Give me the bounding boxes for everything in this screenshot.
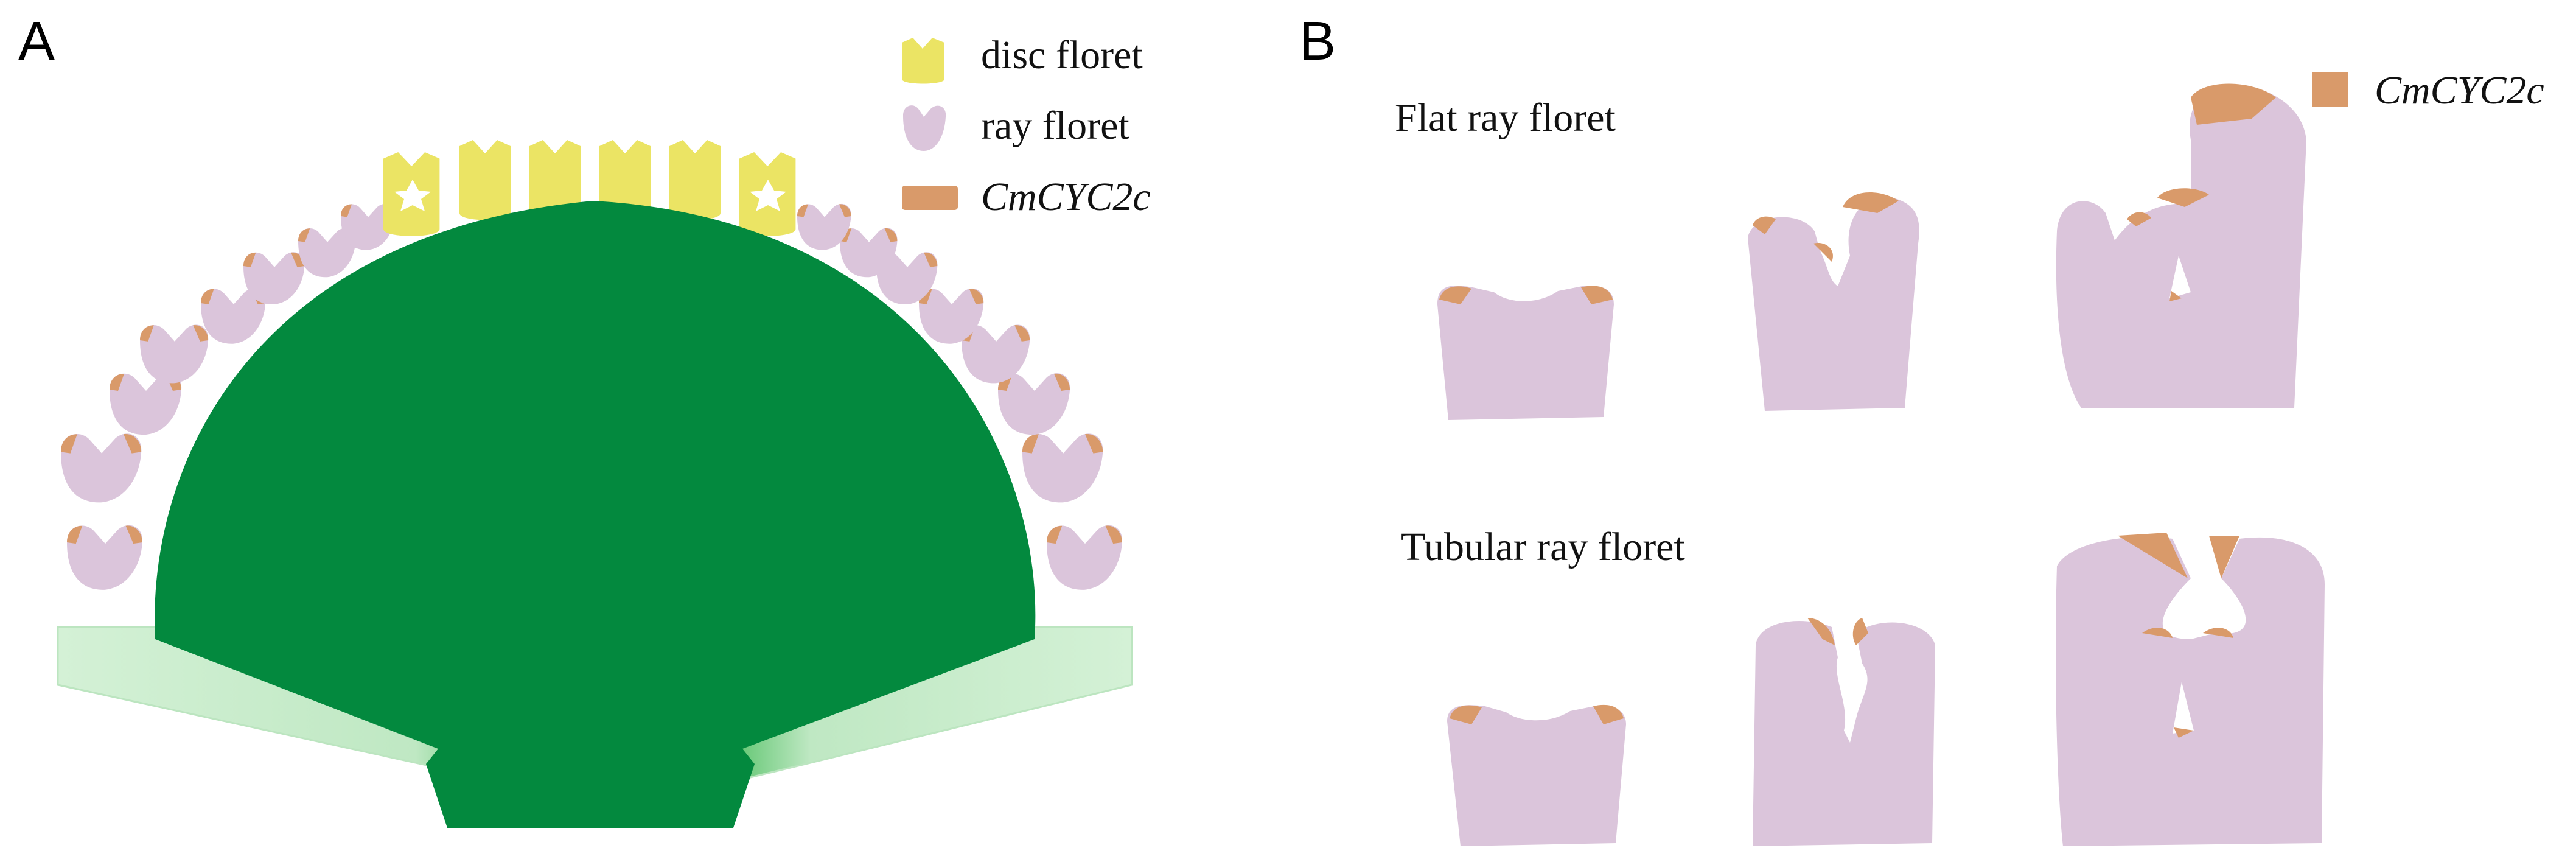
legend-b-gene-label: CmCYC2c: [2375, 68, 2544, 113]
star-mark-left: [394, 180, 431, 211]
legend-ray-label: ray floret: [981, 103, 1129, 148]
flat-stage-1: [1437, 286, 1614, 420]
flat-stage-2: [1748, 192, 1919, 411]
flat-stage-3: [2056, 83, 2306, 408]
legend-ray-swatch: [903, 105, 946, 151]
tubular-stage-3: [2056, 533, 2325, 846]
panel-b-label: B: [1299, 11, 1336, 72]
legend-b-gene-swatch: [2312, 72, 2348, 107]
receptacle: [155, 201, 1036, 828]
legend-disc-swatch: [902, 38, 944, 84]
legend-gene-label: CmCYC2c: [981, 175, 1151, 219]
caption-flat: Flat ray floret: [1395, 96, 1616, 140]
legend-gene-swatch: [902, 186, 958, 210]
panel-a-label: A: [18, 11, 55, 72]
caption-tubular: Tubular ray floret: [1401, 525, 1685, 569]
legend-disc-label: disc floret: [981, 33, 1143, 77]
disc-florets: [383, 140, 796, 236]
star-mark-right: [750, 180, 786, 211]
legend-a: disc floret ray floret CmCYC2c: [902, 33, 1151, 219]
tubular-stage-1: [1447, 704, 1626, 846]
legend-b: CmCYC2c: [2312, 68, 2544, 113]
tubular-stage-2: [1753, 618, 1935, 846]
